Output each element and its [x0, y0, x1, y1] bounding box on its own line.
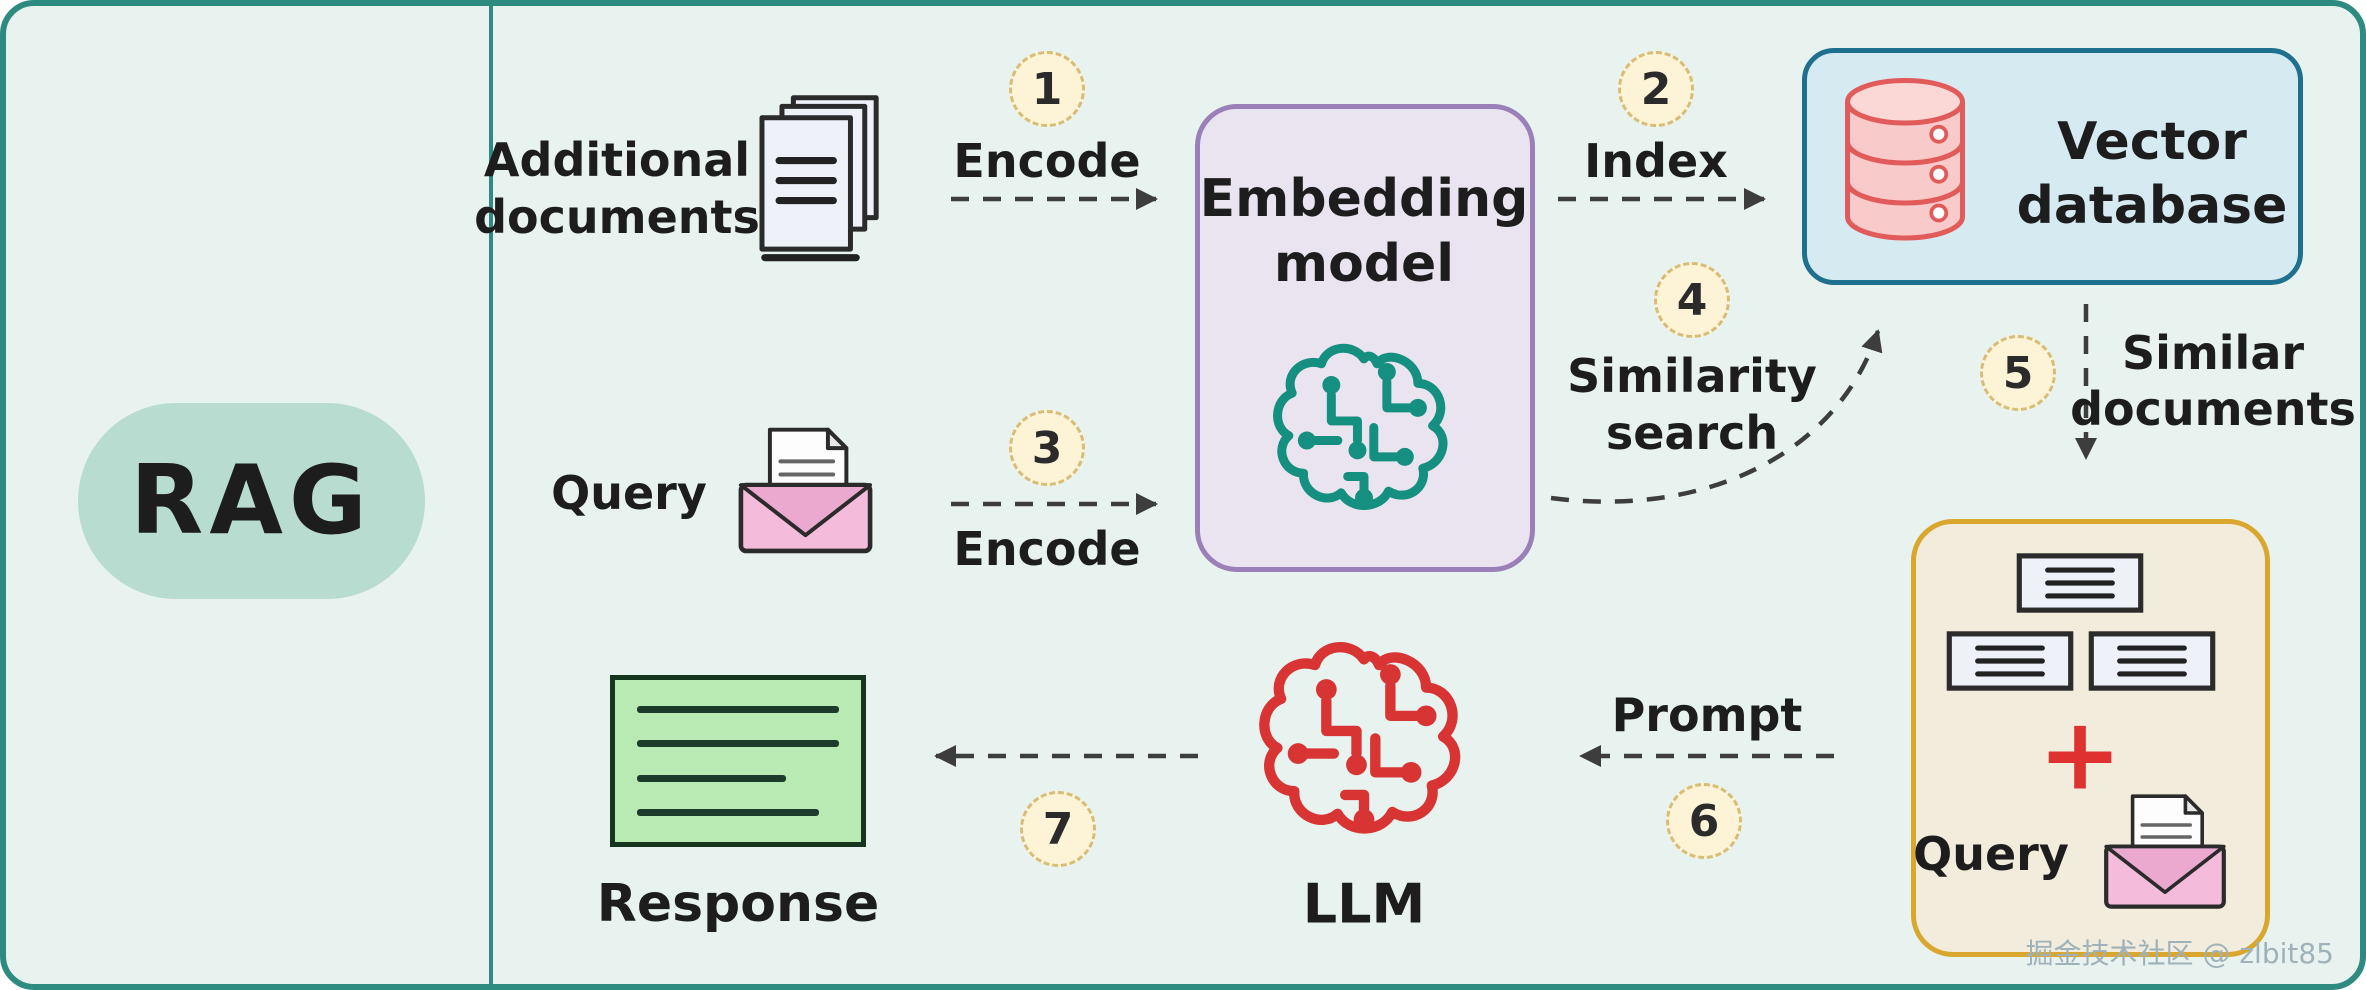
encode-label-1: Encode [953, 134, 1141, 188]
response-text-line [637, 808, 819, 816]
step-7-number: 7 [1042, 803, 1074, 855]
additional-documents-label-line1: Additional [483, 133, 751, 187]
rag-badge: RAG [78, 403, 425, 599]
similarity-search-label-line2: search [1605, 406, 1779, 460]
doc-card-icon-1 [2016, 553, 2144, 613]
response-text-line [637, 740, 839, 748]
llm-brain-circuit-icon [1259, 642, 1461, 834]
doc-card-icon-3 [2088, 631, 2216, 691]
query-envelope-icon [738, 427, 873, 554]
response-text-line [637, 774, 787, 782]
vector-database-label-line2: database [2016, 176, 2288, 236]
response-text-line [637, 706, 839, 713]
step-3-badge: 3 [1009, 410, 1085, 486]
step-7-badge: 7 [1020, 791, 1096, 867]
query-label: Query [551, 466, 707, 520]
vector-database-label-line1: Vector [2057, 112, 2247, 172]
similar-documents-label-line2: documents [2070, 382, 2356, 436]
index-label: Index [1584, 134, 1728, 188]
embedding-model-label-line1: Embedding [1199, 169, 1529, 229]
llm-label: LLM [1302, 872, 1426, 936]
embedding-model-label-line2: model [1273, 234, 1455, 294]
step-6-number: 6 [1688, 795, 1720, 847]
step-1-number: 1 [1031, 63, 1063, 115]
step-5-badge: 5 [1980, 335, 2056, 411]
response-label: Response [596, 874, 880, 934]
step-3-number: 3 [1031, 422, 1063, 474]
encode-label-3: Encode [953, 522, 1141, 576]
doc-card-icon-2 [1946, 631, 2074, 691]
panel-divider [489, 6, 493, 984]
step-2-badge: 2 [1618, 51, 1694, 127]
similarity-search-label-line1: Similarity [1567, 349, 1817, 403]
rag-label: RAG [130, 446, 373, 556]
additional-documents-label-line2: documents [474, 190, 760, 244]
embedding-brain-circuit-icon [1273, 343, 1448, 510]
retrieved-query-label: Query [1913, 827, 2069, 881]
step-2-number: 2 [1640, 63, 1672, 115]
prompt-label: Prompt [1611, 688, 1803, 742]
watermark: 掘金技术社区 @ zlbit85 [2025, 937, 2334, 970]
step-5-number: 5 [2002, 347, 2034, 399]
documents-stack-icon [759, 95, 879, 262]
retrieved-envelope-icon [2104, 794, 2226, 909]
response-box [610, 675, 866, 847]
step-4-number: 4 [1676, 274, 1708, 326]
step-6-badge: 6 [1666, 783, 1742, 859]
step-1-badge: 1 [1009, 51, 1085, 127]
similar-documents-label-line1: Similar [2121, 326, 2305, 380]
step-4-badge: 4 [1654, 262, 1730, 338]
vector-database-icon [1845, 78, 1965, 241]
plus-sign: + [2038, 695, 2122, 813]
